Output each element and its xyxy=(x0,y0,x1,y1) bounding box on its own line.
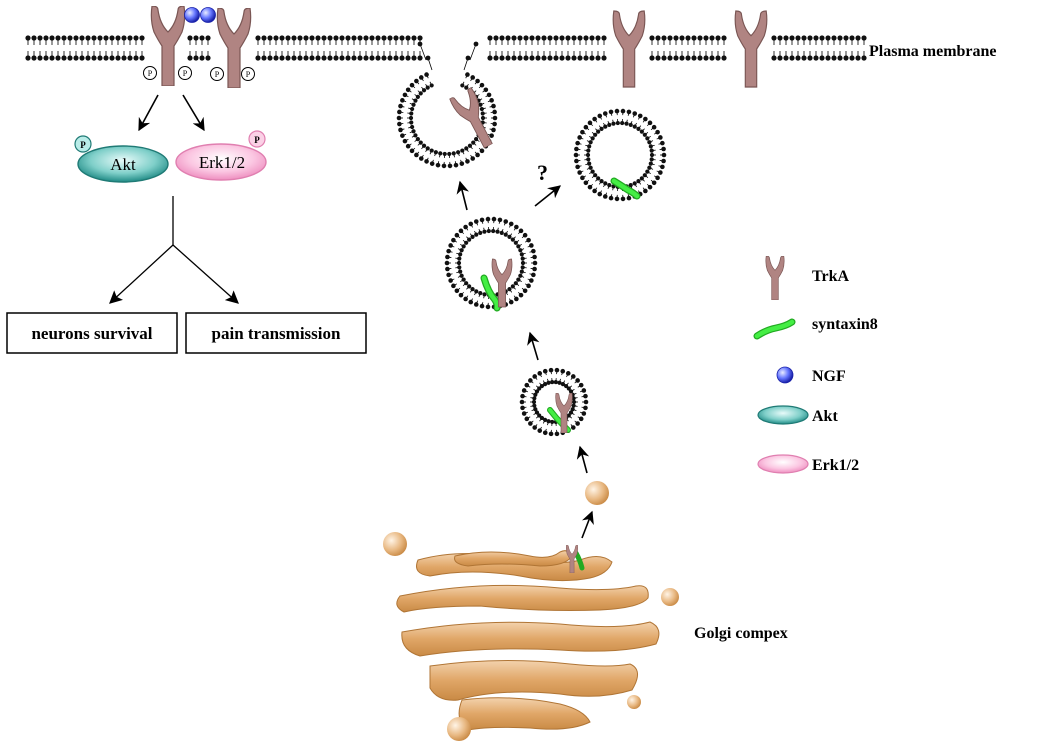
legend-label-ngf: NGF xyxy=(812,368,846,385)
erk-icon xyxy=(757,454,809,474)
erk-label: Erk1/2 xyxy=(199,153,245,172)
legend: TrkA syntaxin8 NGF Akt Erk1/2 xyxy=(753,256,878,474)
mid-vesicle xyxy=(444,216,538,310)
trka-receptor-membrane-4 xyxy=(734,10,768,88)
akt-phospho xyxy=(74,135,92,153)
golgi-vesicle-ball xyxy=(585,481,609,505)
akt-icon xyxy=(757,405,809,425)
question-mark: ? xyxy=(537,160,548,185)
survival-box xyxy=(6,312,178,354)
golgi-vesicle-ball xyxy=(383,532,407,556)
ngf-icon xyxy=(200,7,216,23)
syntaxin8-in-right-vesicle-highlight xyxy=(611,178,640,199)
small-vesicle xyxy=(519,367,589,437)
plasma-membrane-label: Plasma membrane xyxy=(869,43,997,60)
vesicle-group xyxy=(396,41,667,437)
phospho-site-label: P xyxy=(148,69,153,78)
golgi-complex xyxy=(396,550,660,731)
syntaxin8-icon-highlight xyxy=(754,319,795,339)
pain-label: pain transmission xyxy=(212,324,341,343)
legend-label-trka: TrkA xyxy=(812,268,849,285)
akt-node xyxy=(77,145,169,183)
survival-label: neurons survival xyxy=(31,324,152,343)
golgi-vesicle-ball xyxy=(447,717,471,741)
pain-box xyxy=(185,312,367,354)
golgi-vesicle-ball xyxy=(627,695,641,709)
arrow-to-pain xyxy=(172,244,239,304)
legend-label-akt: Akt xyxy=(812,408,838,425)
arrow-mid-to-endocytic xyxy=(456,180,470,211)
legend-label-syntaxin8: syntaxin8 xyxy=(812,316,878,333)
phospho-site-label: P xyxy=(215,70,220,79)
trka-icon xyxy=(765,256,785,300)
arrow-to-survival xyxy=(109,244,174,304)
phospho-site xyxy=(178,66,192,80)
phospho-site xyxy=(241,67,255,81)
ngf-icon xyxy=(184,7,200,23)
arrow-mid-to-right-vesicle xyxy=(534,185,561,207)
legend-label-erk: Erk1/2 xyxy=(812,457,859,474)
arrow-small-to-mid-vesicle xyxy=(527,331,540,361)
syntaxin8-in-mid-vesicle-highlight xyxy=(481,275,500,311)
arrow-ball-to-vesicle xyxy=(576,445,590,474)
golgi-label: Golgi compex xyxy=(694,625,788,642)
akt-label: Akt xyxy=(110,155,136,174)
erk-node xyxy=(175,143,267,181)
phospho-site-label: P xyxy=(246,70,251,79)
plasma-membrane xyxy=(25,35,867,61)
phospho-site-label: P xyxy=(183,69,188,78)
akt-phospho-label: P xyxy=(80,140,86,150)
arrow-golgi-to-ball xyxy=(581,510,594,539)
endocytic-vesicle xyxy=(396,72,498,169)
erk-phospho-label: P xyxy=(254,135,260,145)
golgi-vesicle-ball xyxy=(661,588,679,606)
phospho-site xyxy=(143,66,157,80)
arrow-to-akt xyxy=(138,94,159,132)
erk-phospho xyxy=(248,130,266,148)
vesicle-neck xyxy=(417,41,479,71)
phospho-site xyxy=(210,67,224,81)
arrow-to-erk xyxy=(182,94,205,132)
ngf-icon xyxy=(776,366,794,384)
trka-receptor-membrane-3 xyxy=(612,10,646,88)
